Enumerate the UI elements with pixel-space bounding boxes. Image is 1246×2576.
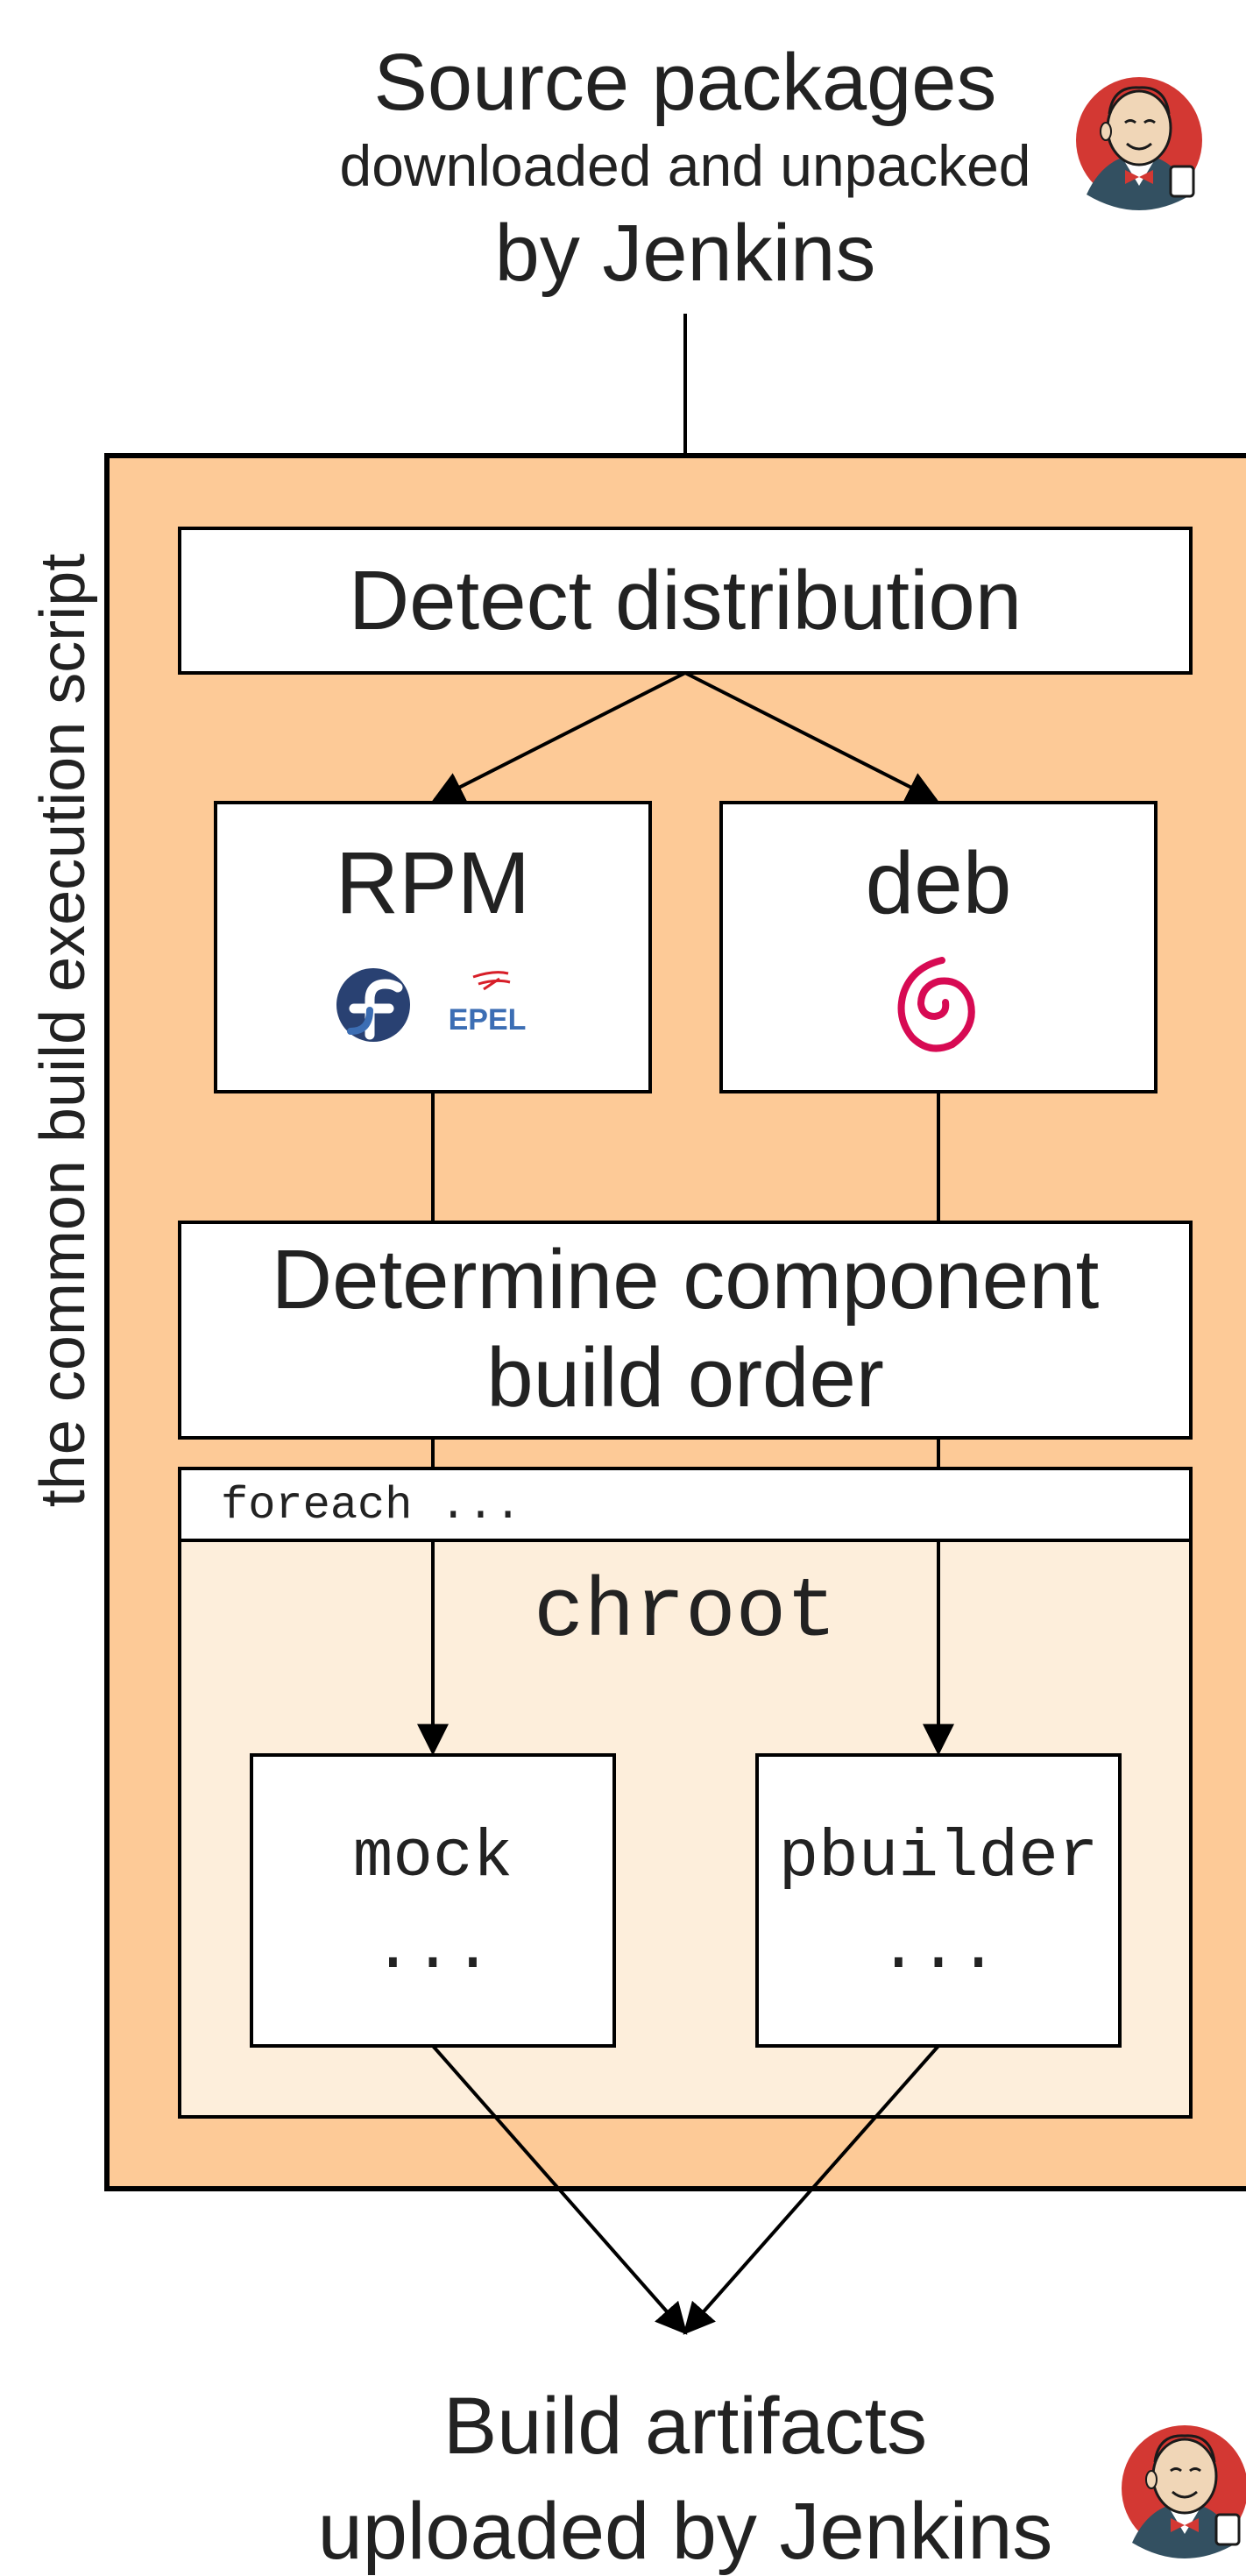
footer-uploaded-by-jenkins: uploaded by Jenkins [318, 2487, 1053, 2576]
footer-title: Build artifacts [443, 2381, 927, 2471]
arrow-detect-to-deb [684, 671, 939, 802]
mock-label: mock [353, 1820, 513, 1895]
rpm-box [214, 801, 652, 1093]
arrow-detect-to-rpm [431, 671, 686, 802]
jenkins-icon-footer [1120, 2424, 1246, 2560]
header-title: Source packages [374, 38, 997, 127]
build-order-line1: Determine component [272, 1233, 1099, 1327]
arrow-mock-to-artifacts [431, 2044, 688, 2335]
chroot-label: chroot [534, 1565, 837, 1660]
fedora-icon [336, 968, 410, 1042]
epel-icon: EPEL [449, 971, 527, 1037]
build-order-box [178, 1221, 1193, 1440]
jenkins-icon [1074, 75, 1204, 212]
pbuilder-label: pbuilder [779, 1820, 1099, 1895]
detect-distribution-label: Detect distribution [349, 554, 1022, 648]
header-subtitle: downloaded and unpacked [339, 133, 1030, 198]
foreach-header [178, 1467, 1193, 1542]
deb-box [719, 801, 1158, 1093]
rpm-title: RPM [336, 834, 530, 932]
mock-box [250, 1753, 616, 2048]
deb-title: deb [866, 834, 1012, 932]
arrow-pbuilder-to-artifacts [683, 2044, 940, 2335]
pbuilder-ellipsis: ... [879, 1912, 999, 1987]
build-order-line2: build order [486, 1331, 884, 1425]
epel-label: EPEL [449, 1003, 527, 1037]
pbuilder-box [755, 1753, 1122, 2048]
mock-ellipsis: ... [373, 1912, 493, 1987]
debian-swirl-icon [897, 957, 975, 1052]
detect-distribution-box [178, 527, 1193, 675]
foreach-label: foreach ... [221, 1480, 521, 1532]
side-label: the common build execution script [28, 554, 98, 1508]
header-by-jenkins: by Jenkins [495, 209, 876, 298]
